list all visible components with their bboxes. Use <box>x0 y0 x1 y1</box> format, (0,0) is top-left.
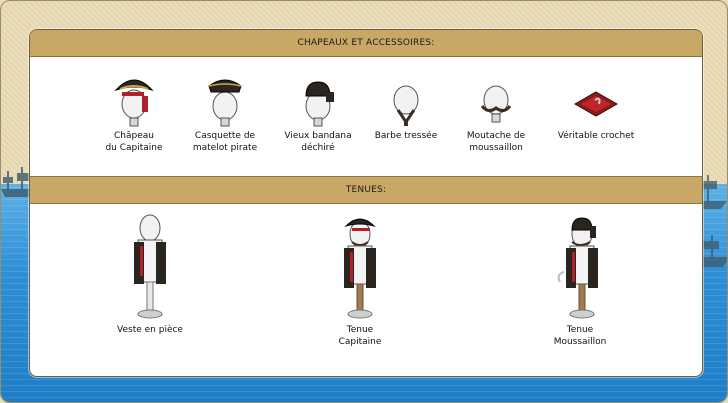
ship-silhouette-right <box>695 175 727 267</box>
accessory-item-mustache[interactable]: Moutache de moussaillon <box>454 70 538 154</box>
bandana-icon <box>305 81 334 127</box>
accessory-label: Moutache de moussaillon <box>466 131 526 153</box>
outfit-item-ragged-jacket[interactable]: Veste en pièce <box>100 212 200 336</box>
hook-icon <box>573 91 619 117</box>
outfits-title: TENUES: <box>345 185 387 195</box>
captain-outfit-icon <box>344 218 376 319</box>
outfits-header: TENUES: <box>30 176 702 204</box>
accessory-item-sailor-cap[interactable]: Casquette de matelot pirate <box>185 70 265 154</box>
ragged-jacket-icon <box>134 214 166 319</box>
cabin-boy-outfit-icon <box>557 217 598 319</box>
accessory-label: Véritable crochet <box>557 131 635 141</box>
accessory-item-braided-beard[interactable]: Barbe tressée <box>366 70 446 142</box>
braided-beard-icon <box>393 85 419 126</box>
accessory-item-bandana[interactable]: Vieux bandana déchiré <box>276 70 360 154</box>
accessory-label: Casquette de matelot pirate <box>192 131 258 153</box>
outfit-item-cabin-boy[interactable]: Tenue Moussaillon <box>538 212 622 348</box>
accessories-header: CHAPEAUX ET ACCESSOIRES: <box>30 30 702 57</box>
outfit-item-captain[interactable]: Tenue Capitaine <box>320 212 400 348</box>
outfit-label: Veste en pièce <box>117 325 183 335</box>
sailor-cap-icon <box>208 79 242 127</box>
accessory-label: Barbe tressée <box>374 131 438 141</box>
accessory-item-captain-hat[interactable]: Châpeau du Capitaine <box>96 70 172 154</box>
captain-hat-icon <box>114 79 154 127</box>
mustache-icon <box>480 85 512 123</box>
outfit-label: Tenue Moussaillon <box>553 325 607 347</box>
accessory-item-hook[interactable]: Véritable crochet <box>546 70 646 142</box>
accessory-label: Vieux bandana déchiré <box>284 131 352 153</box>
outfit-label: Tenue Capitaine <box>338 325 382 347</box>
accessories-title: CHAPEAUX ET ACCESSOIRES: <box>297 38 435 48</box>
catalog-panel: CHAPEAUX ET ACCESSOIRES: Châpeau du Capi… <box>29 29 703 377</box>
accessory-label: Châpeau du Capitaine <box>105 131 163 153</box>
